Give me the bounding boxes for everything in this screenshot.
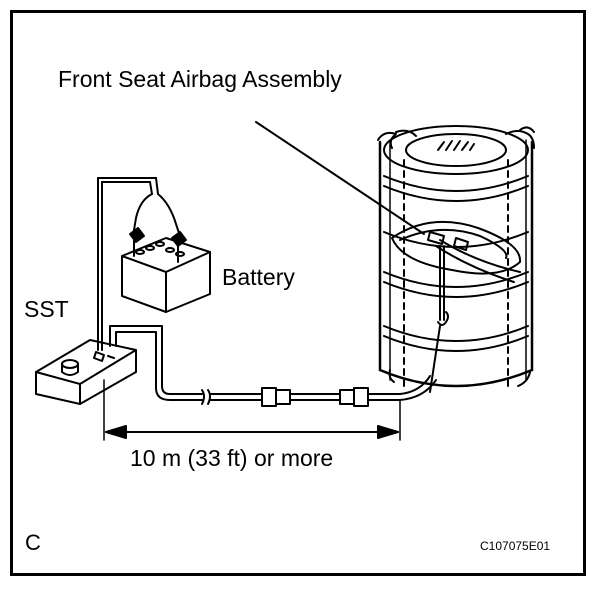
extension-cable [109, 325, 437, 407]
battery-drawing [121, 227, 211, 313]
battery-label: Battery [222, 264, 295, 290]
leader-line [255, 121, 425, 235]
figure-code: C107075E01 [480, 539, 551, 553]
corner-letter: C [25, 530, 41, 555]
sst-box [35, 339, 137, 405]
distance-dimension [103, 379, 401, 441]
tire-stack [377, 125, 535, 388]
airbag-assembly-label: Front Seat Airbag Assembly [58, 66, 342, 92]
battery-cables [97, 177, 181, 351]
sst-label: SST [24, 296, 69, 322]
airbag-assembly [391, 220, 522, 393]
distance-label: 10 m (33 ft) or more [130, 445, 334, 471]
